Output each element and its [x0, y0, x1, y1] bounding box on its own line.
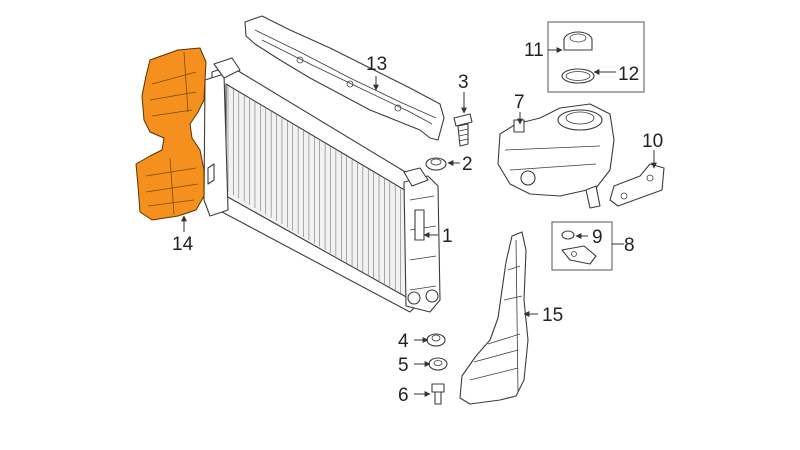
- reservoir-cap[interactable]: [563, 31, 593, 51]
- lower-mount[interactable]: [426, 333, 446, 347]
- right-air-guide[interactable]: [459, 231, 529, 405]
- radiator[interactable]: [203, 57, 441, 313]
- clamp-bushing[interactable]: [561, 230, 575, 240]
- callout-3: 3: [458, 72, 469, 93]
- radiator-fins: [227, 86, 407, 298]
- callout-9: 9: [592, 227, 603, 248]
- lower-bolt[interactable]: [431, 383, 445, 405]
- callout-leaders: [181, 47, 657, 397]
- upper-mount[interactable]: [425, 157, 447, 171]
- tank-bracket[interactable]: [609, 163, 665, 207]
- callout-10: 10: [642, 131, 663, 152]
- cap-seal-ring[interactable]: [561, 68, 595, 84]
- callout-8: 8: [624, 235, 635, 256]
- callout-12: 12: [618, 64, 639, 85]
- callout-2: 2: [462, 154, 473, 175]
- mounting-bolt[interactable]: [453, 113, 473, 147]
- callout-13: 13: [366, 54, 387, 75]
- hose-clamp[interactable]: [561, 245, 597, 265]
- coolant-expansion-tank[interactable]: [497, 103, 615, 209]
- left-air-guide-highlighted[interactable]: [135, 47, 207, 221]
- callout-labels: 13 3 2 1 4 5 6 7 10 11 12 9 8 15 14: [172, 40, 663, 406]
- callout-11: 11: [524, 40, 544, 61]
- cap-seal-group-box: [547, 21, 645, 93]
- callout-1: 1: [442, 226, 453, 247]
- callout-7: 7: [514, 92, 525, 113]
- callout-6: 6: [398, 385, 409, 406]
- callout-14: 14: [172, 234, 194, 255]
- callout-5: 5: [398, 355, 409, 376]
- upper-support-bar[interactable]: [244, 15, 445, 141]
- lower-washer[interactable]: [428, 357, 448, 371]
- callout-15: 15: [542, 305, 563, 326]
- callout-4: 4: [398, 331, 409, 352]
- clamp-group-box: [551, 221, 613, 271]
